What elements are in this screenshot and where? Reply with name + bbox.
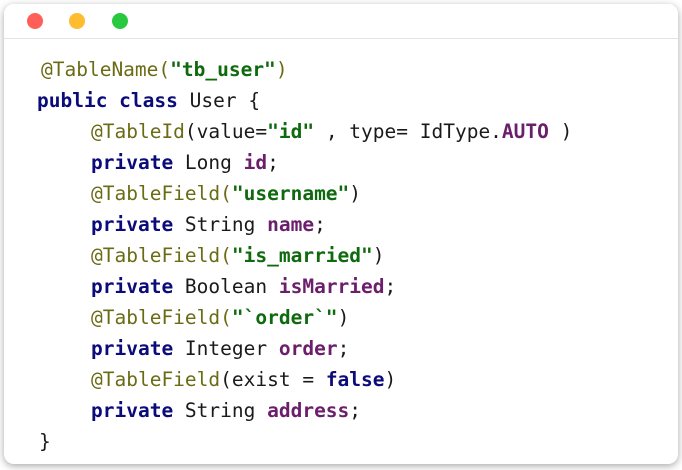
code-token: Integer: [173, 337, 279, 360]
code-token: ): [548, 120, 573, 143]
code-token: Long: [173, 151, 244, 174]
code-token: @TableId: [91, 120, 185, 143]
code-token: "username": [231, 182, 350, 205]
code-line: @TableField(exist = false): [91, 365, 396, 395]
code-token: "tb_user": [170, 58, 276, 81]
code-token: ): [337, 306, 350, 329]
code-token: ;: [314, 213, 326, 236]
code-token: ;: [267, 151, 279, 174]
code-line: @TableName("tb_user"): [41, 55, 288, 85]
code-token: ;: [349, 399, 362, 422]
code-line: private Boolean isMarried;: [91, 272, 396, 302]
code-token: name: [267, 213, 315, 236]
code-token: @TableField(: [91, 182, 232, 205]
code-token: private: [91, 213, 174, 236]
close-button[interactable]: [27, 13, 43, 29]
code-line: }: [39, 427, 51, 457]
code-line: @TableField("is_married"): [91, 241, 385, 271]
code-token: (exist =: [220, 368, 326, 391]
code-token: @TableField: [91, 368, 221, 391]
code-token: @TableField(: [91, 244, 232, 267]
code-token: ): [275, 58, 288, 81]
code-token: ): [349, 182, 362, 205]
code-line: @TableField("`order`"): [91, 303, 349, 333]
code-line: @TableField("username"): [91, 179, 361, 209]
code-token: private: [91, 151, 174, 174]
code-token: (value=: [184, 120, 268, 143]
code-token: "`order`": [231, 306, 338, 329]
code-token: User {: [177, 89, 261, 112]
code-token: address: [267, 399, 350, 422]
code-token: String: [173, 399, 268, 422]
code-token: @TableField(: [91, 306, 232, 329]
code-token: @TableName(: [41, 58, 171, 81]
code-token: order: [278, 337, 338, 360]
code-token: String: [173, 213, 268, 236]
code-token: AUTO: [501, 120, 549, 143]
window-titlebar: [4, 4, 678, 39]
maximize-button[interactable]: [112, 13, 128, 29]
code-token: , type= IdType.: [314, 120, 502, 143]
code-token: isMarried: [278, 275, 385, 298]
code-token: "is_married": [231, 244, 373, 267]
code-line: public class User {: [37, 86, 260, 116]
code-window: @TableName("tb_user")public class User {…: [4, 4, 678, 464]
code-token: }: [39, 430, 51, 453]
code-token: false: [325, 368, 385, 391]
code-line: private String name;: [91, 210, 326, 240]
code-token: ): [372, 244, 385, 267]
code-token: ): [384, 368, 397, 391]
code-token: id: [243, 151, 268, 174]
code-token: Boolean: [173, 275, 279, 298]
code-line: @TableId(value="id" , type= IdType.AUTO …: [91, 117, 572, 147]
code-token: private: [91, 337, 174, 360]
minimize-button[interactable]: [69, 13, 85, 29]
code-token: public class: [37, 89, 178, 112]
code-line: private String address;: [91, 396, 361, 426]
code-line: private Long id;: [91, 148, 279, 178]
code-token: ;: [384, 275, 397, 298]
code-line: private Integer order;: [91, 334, 349, 364]
code-token: private: [91, 275, 174, 298]
code-token: "id": [267, 120, 315, 143]
code-token: private: [91, 399, 174, 422]
code-token: ;: [337, 337, 350, 360]
